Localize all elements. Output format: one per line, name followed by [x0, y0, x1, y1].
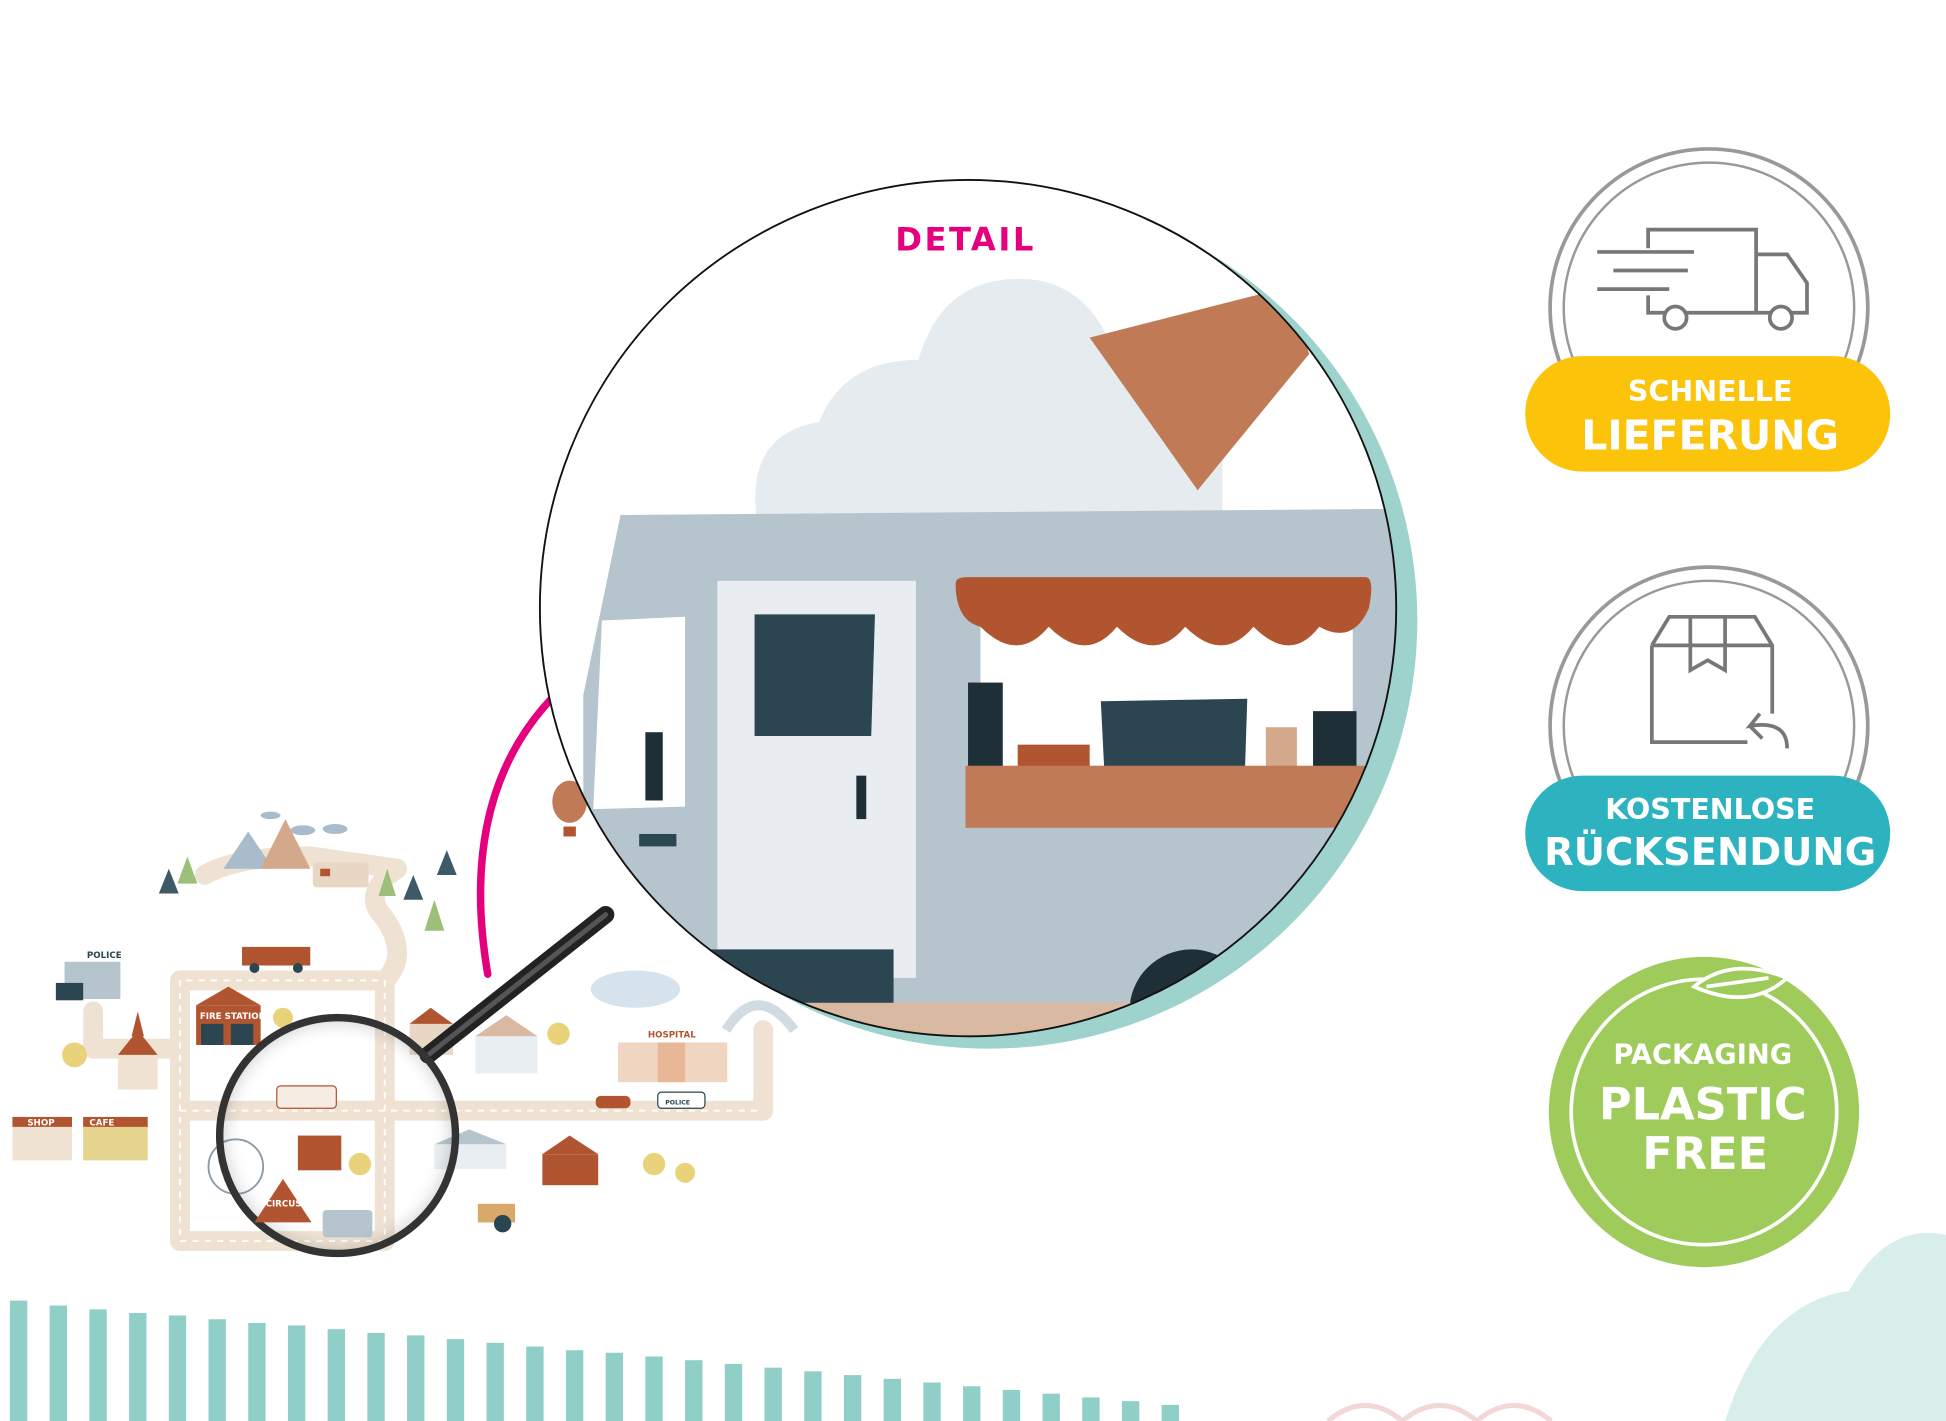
badge-line1: SCHNELLE [1628, 375, 1793, 408]
map-label-circus: CIRCUS [266, 1199, 302, 1209]
return-box-icon [1649, 614, 1789, 749]
map-label-hospital: HOSPITAL [648, 1031, 696, 1041]
badge-fast-delivery: SCHNELLE LIEFERUNG [1525, 147, 1891, 472]
badge-plastic-free: PACKAGING PLASTIC FREE [1548, 956, 1860, 1268]
circus-tent: CIRCUS [254, 1178, 312, 1223]
badge-line3: FREE [1642, 1128, 1768, 1180]
delivery-truck-icon [1597, 227, 1809, 331]
detail-zoom-circle: DETAIL [538, 179, 1418, 1049]
map-label-shop: SHOP [27, 1119, 54, 1129]
decorative-stripes [9, 1300, 1180, 1421]
badge-free-returns: KOSTENLOSE RÜCKSENDUNG [1525, 565, 1891, 892]
map-label-fire-station: FIRE STATION [200, 1012, 266, 1022]
map-label-cafe: CAFE [89, 1119, 114, 1129]
map-label-police-car: POLICE [665, 1100, 690, 1107]
badge-line2: PLASTIC [1599, 1078, 1807, 1130]
map-label-police: POLICE [87, 951, 122, 961]
badge-line1: PACKAGING [1613, 1040, 1792, 1071]
badge-line1: KOSTENLOSE [1605, 793, 1815, 826]
decorative-hill [1326, 1232, 1946, 1421]
badge-line2: LIEFERUNG [1581, 411, 1839, 459]
leaf-icon [1690, 966, 1791, 1000]
detail-title: DETAIL [895, 221, 1036, 259]
badge-line2: RÜCKSENDUNG [1544, 828, 1876, 875]
